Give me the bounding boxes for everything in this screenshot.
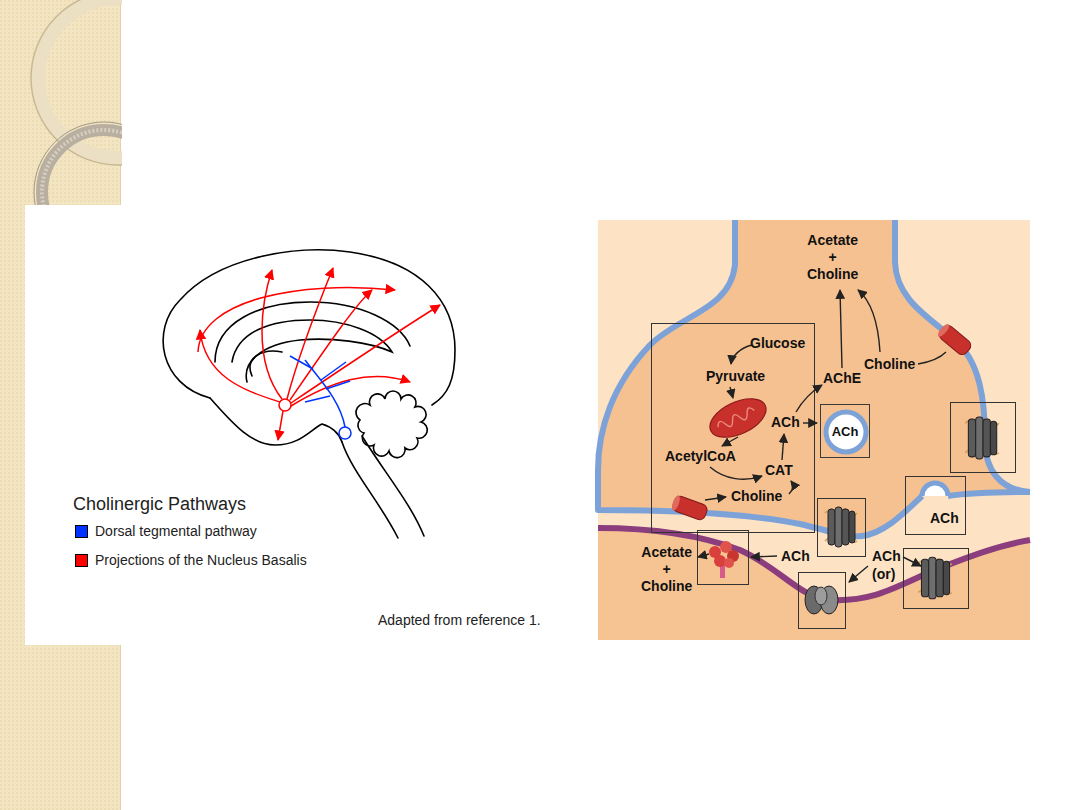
metabolite-label: Glucose: [750, 335, 805, 352]
source-note: Adapted from reference 1.: [378, 612, 541, 629]
product-label: Acetate + Choline: [641, 544, 692, 595]
legend-swatch: [75, 554, 88, 567]
figure-caption: Cholinergic Pathways: [73, 494, 246, 515]
legend-swatch: [75, 525, 88, 538]
nucleus-basalis-projections: [198, 268, 440, 440]
dorsal-tegmental-pathway: [290, 356, 351, 439]
note-label: (or): [872, 566, 895, 583]
enzyme-label: CAT: [765, 462, 793, 479]
figure-panel: [25, 205, 585, 645]
transmitter-label: ACh: [781, 548, 810, 565]
legend-text: Dorsal tegmental pathway: [95, 523, 257, 540]
metabolite-label: Pyruvate: [706, 368, 765, 385]
vesicle-box: ACh: [820, 404, 870, 458]
metabolite-label: AcetylCoA: [665, 448, 736, 465]
metabolite-label: Choline: [731, 488, 782, 505]
metabolite-label: Choline: [864, 356, 915, 373]
enzyme-label: AChE: [823, 370, 861, 387]
synapse-illustration: [598, 220, 1030, 640]
transmitter-label: ACh: [930, 510, 959, 527]
product-label: Acetate + Choline: [807, 232, 858, 283]
transmitter-label: ACh: [872, 548, 901, 565]
vesicle-text: ACh: [832, 424, 859, 439]
transmitter-label: ACh: [771, 414, 800, 431]
legend-text: Projections of the Nucleus Basalis: [95, 552, 307, 569]
